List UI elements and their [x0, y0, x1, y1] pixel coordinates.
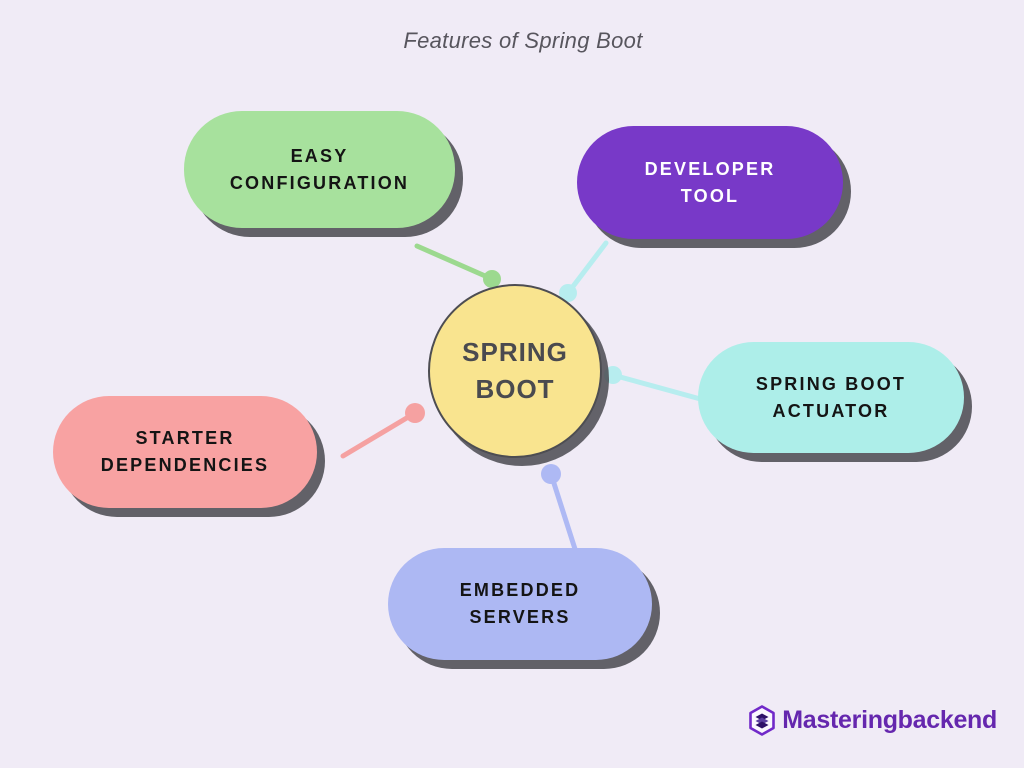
connector-spring-boot-actuator — [604, 366, 707, 403]
connector-dot — [604, 366, 622, 384]
connector-dot — [405, 403, 425, 423]
connector-line — [340, 410, 418, 459]
node-starter-dependencies: STARTER DEPENDENCIES — [53, 396, 317, 508]
connector-line — [414, 243, 495, 282]
node-embedded-servers: EMBEDDED SERVERS — [388, 548, 652, 660]
center-node-label-line: SPRING — [462, 337, 568, 367]
node-spring-boot-actuator: SPRING BOOT ACTUATOR — [698, 342, 964, 453]
center-node-spring-boot: SPRING BOOT — [428, 284, 602, 458]
node-developer-tool: DEVELOPER TOOL — [577, 126, 843, 239]
stack-layer-middle — [755, 717, 769, 725]
connector-starter-dependencies — [340, 403, 425, 459]
connector-dot — [559, 284, 577, 302]
center-node-label-line: BOOT — [475, 374, 555, 404]
connector-embedded-servers — [541, 464, 578, 552]
connector-easy-configuration — [414, 243, 501, 288]
connector-line — [610, 372, 707, 403]
node-label-line: ACTUATOR — [772, 400, 890, 421]
node-label-line: STARTER — [135, 428, 235, 448]
stack-layer-top — [755, 713, 769, 721]
node-label-line: SPRING BOOT — [755, 373, 907, 394]
stack-layer-bottom — [755, 721, 769, 729]
node-label-line: EASY — [290, 145, 349, 166]
node-label-line: DEVELOPER — [644, 158, 776, 179]
node-label-line: EMBEDDED — [459, 580, 581, 600]
diagram-title: Features of Spring Boot — [403, 28, 643, 53]
node-label-line: DEPENDENCIES — [100, 455, 270, 475]
connector-dot — [483, 270, 501, 288]
node-label-line: CONFIGURATION — [229, 172, 410, 193]
node-label-line: TOOL — [680, 185, 740, 206]
connector-line — [548, 471, 578, 552]
hexagon-layers-icon — [749, 705, 776, 736]
brand-logo: Masteringbackend — [748, 705, 997, 736]
brand-name: Masteringbackend — [782, 706, 997, 734]
connector-dot — [541, 464, 561, 484]
node-label-line: SERVERS — [469, 607, 571, 627]
node-easy-configuration: EASY CONFIGURATION — [184, 111, 455, 228]
connector-developer-tool — [559, 240, 609, 302]
connector-line — [565, 240, 609, 296]
